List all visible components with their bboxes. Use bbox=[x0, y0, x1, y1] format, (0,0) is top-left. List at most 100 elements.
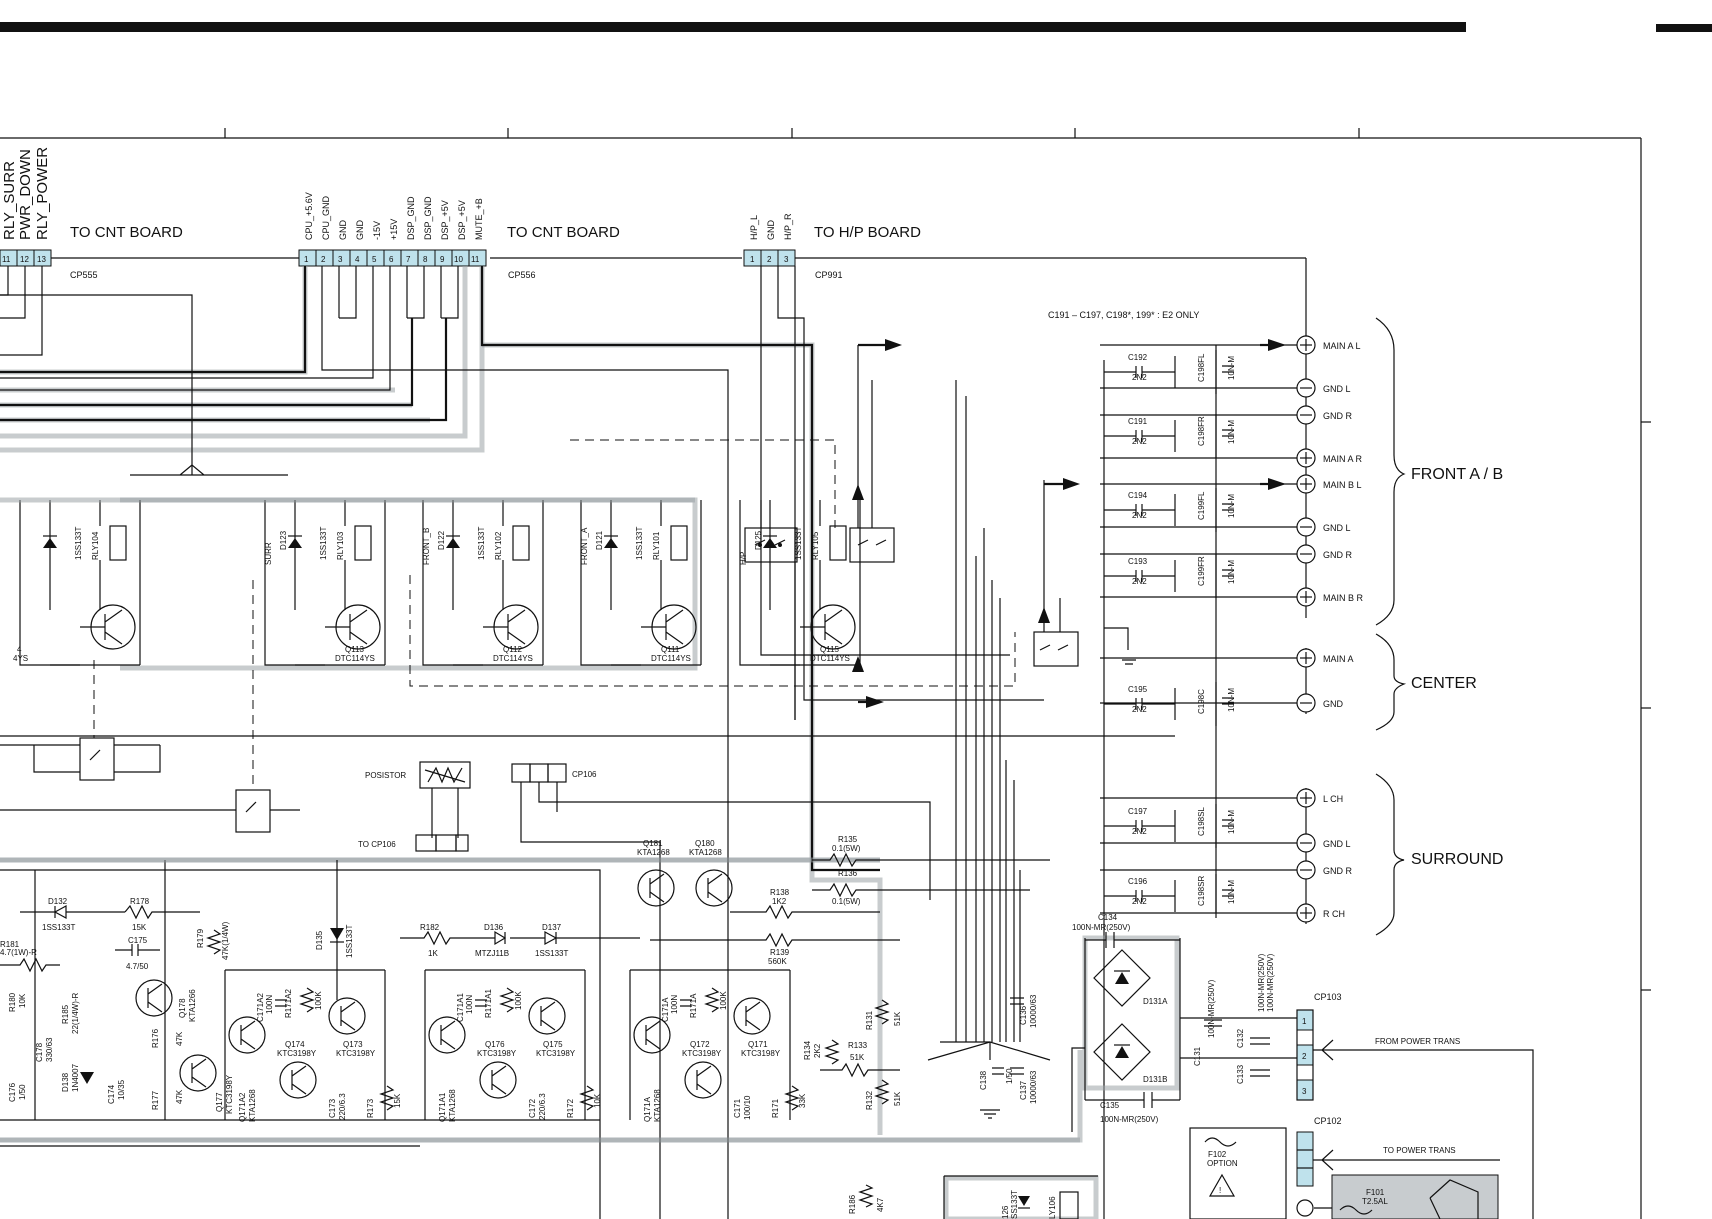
component-label: KTC3198Y bbox=[336, 1049, 376, 1058]
resistor-symbol bbox=[206, 929, 222, 955]
cap-value: 2N2 bbox=[1132, 705, 1147, 714]
svg-text:D131A: D131A bbox=[1143, 997, 1168, 1006]
component-label: KTC3198Y bbox=[741, 1049, 781, 1058]
component-label: R185 bbox=[61, 1004, 70, 1024]
relay-coil bbox=[829, 525, 847, 561]
cap-ref: C198C bbox=[1197, 689, 1206, 714]
svg-text:-15V: -15V bbox=[372, 221, 382, 240]
svg-text:C131: C131 bbox=[1193, 1046, 1202, 1066]
cap-symbol bbox=[1104, 570, 1175, 582]
svg-text:13: 13 bbox=[37, 255, 46, 264]
cap-value: 2N2 bbox=[1132, 577, 1147, 586]
svg-text:KTA1268: KTA1268 bbox=[689, 848, 722, 857]
component-label: 10K bbox=[593, 1093, 602, 1108]
component-label: C172 bbox=[528, 1098, 537, 1118]
diode-symbol bbox=[20, 904, 125, 920]
transistor-leads bbox=[240, 1001, 356, 1095]
component-label: Q174 bbox=[285, 1040, 305, 1049]
svg-text:126: 126 bbox=[1001, 1205, 1010, 1219]
diode-type: 1SS133T bbox=[319, 527, 328, 560]
relay-contacts bbox=[0, 339, 1175, 833]
terminal-label: MAIN A R bbox=[1323, 454, 1363, 464]
transistor-symbol bbox=[479, 1061, 517, 1099]
pin-number: 6 bbox=[389, 255, 394, 264]
cap-value: 10N-M bbox=[1227, 420, 1236, 444]
component-label: 1N4007 bbox=[71, 1063, 80, 1092]
cap-ref: C194 bbox=[1128, 491, 1148, 500]
relay-coil bbox=[670, 525, 688, 561]
component-label: R182 bbox=[420, 923, 440, 932]
relay-signal-label: FRONT_A bbox=[580, 527, 589, 565]
svg-text:R133: R133 bbox=[848, 1041, 868, 1050]
component-label: R180 bbox=[8, 992, 17, 1012]
relay-wire bbox=[50, 500, 141, 666]
svg-text:100N-MR(250V): 100N-MR(250V) bbox=[1100, 1115, 1159, 1124]
title-bar-right bbox=[1656, 24, 1712, 32]
terminal-label: GND L bbox=[1323, 384, 1351, 394]
center-brace bbox=[1375, 633, 1407, 731]
component-label: 22(1/4W)-R bbox=[71, 992, 80, 1034]
cap-value: 2N2 bbox=[1132, 373, 1147, 382]
diode-symbol bbox=[763, 538, 777, 548]
component-label: KTC3198Y bbox=[536, 1049, 576, 1058]
component-label: Q171A bbox=[643, 1096, 652, 1122]
component-label: Q178 bbox=[178, 998, 187, 1018]
component-label: KTC3198Y bbox=[477, 1049, 517, 1058]
relay-ref: RLY101 bbox=[652, 531, 661, 560]
transistor-type: DTC114YS bbox=[810, 654, 850, 663]
diode-symbol bbox=[446, 538, 460, 548]
component-label: 1/50 bbox=[18, 1084, 27, 1100]
diode-symbol bbox=[288, 538, 302, 548]
connector-cp556: CPU_+5.6V CPU_GND GND GND -15V +15V DSP_… bbox=[298, 192, 742, 280]
component-label: 10K bbox=[18, 993, 27, 1008]
component-label: Q175 bbox=[543, 1040, 563, 1049]
connector-cp555: RLY_SURR PWR_DOWN RLY_POWER TO CNT BOARD… bbox=[0, 147, 300, 280]
transistor-ref: Q111 bbox=[661, 645, 680, 654]
terminal-label: GND R bbox=[1323, 411, 1353, 421]
component-label: Q171 bbox=[748, 1040, 768, 1049]
svg-text:100N-MR(250V): 100N-MR(250V) bbox=[1257, 953, 1266, 1012]
pin-number: 10 bbox=[454, 255, 463, 264]
cp556-id: CP556 bbox=[508, 270, 536, 280]
relay-ref: RLY102 bbox=[494, 531, 503, 560]
resistor-symbol bbox=[784, 1085, 800, 1111]
svg-text:1/50: 1/50 bbox=[1005, 1068, 1014, 1084]
transistor-leads bbox=[645, 1001, 761, 1095]
component-label: R172 bbox=[566, 1098, 575, 1118]
cap-ref: C199FR bbox=[1197, 556, 1206, 586]
svg-text:TO CP106: TO CP106 bbox=[358, 840, 396, 849]
terminal-label: GND L bbox=[1323, 523, 1351, 533]
cap-ref: C191 bbox=[1128, 417, 1148, 426]
svg-text:H/P_L: H/P_L bbox=[749, 215, 759, 240]
transistor-leads bbox=[440, 1001, 556, 1095]
pin-number: 1 bbox=[304, 255, 309, 264]
svg-text:DSP_GND: DSP_GND bbox=[406, 196, 416, 240]
svg-text:T2.5AL: T2.5AL bbox=[1362, 1197, 1388, 1206]
transistor-symbol bbox=[135, 979, 173, 1017]
resistor-symbol bbox=[0, 957, 60, 973]
component-label: R173 bbox=[366, 1098, 375, 1118]
component-label: Q177 bbox=[215, 1092, 224, 1112]
relay-signal-label: H/P bbox=[739, 552, 748, 565]
terminal-label: GND R bbox=[1323, 866, 1353, 876]
cap-value: 10N-M bbox=[1227, 356, 1236, 380]
component-label: D136 bbox=[484, 923, 504, 932]
transistor-symbol bbox=[633, 1016, 671, 1054]
svg-text:SS133T: SS133T bbox=[1010, 1190, 1019, 1219]
terminal-label: MAIN B R bbox=[1323, 593, 1364, 603]
transistor-symbol bbox=[528, 997, 566, 1035]
component-label: 330/63 bbox=[45, 1037, 54, 1062]
svg-text:OPTION: OPTION bbox=[1207, 1159, 1238, 1168]
cap-symbol bbox=[1104, 890, 1175, 902]
wiring-bus bbox=[0, 266, 1083, 1219]
cp555-signal: RLY_SURR bbox=[1, 161, 18, 240]
diode-symbol bbox=[80, 1072, 94, 1084]
front-group-label: FRONT A / B bbox=[1411, 466, 1503, 483]
cap-symbol bbox=[1104, 366, 1175, 378]
circuit-bus-highlight bbox=[0, 857, 1080, 1143]
component-label: R171 bbox=[771, 1098, 780, 1118]
cap-value: 10N-M bbox=[1227, 880, 1236, 904]
transistor-type: DTC114YS bbox=[335, 654, 375, 663]
resistor-symbol bbox=[400, 930, 490, 946]
